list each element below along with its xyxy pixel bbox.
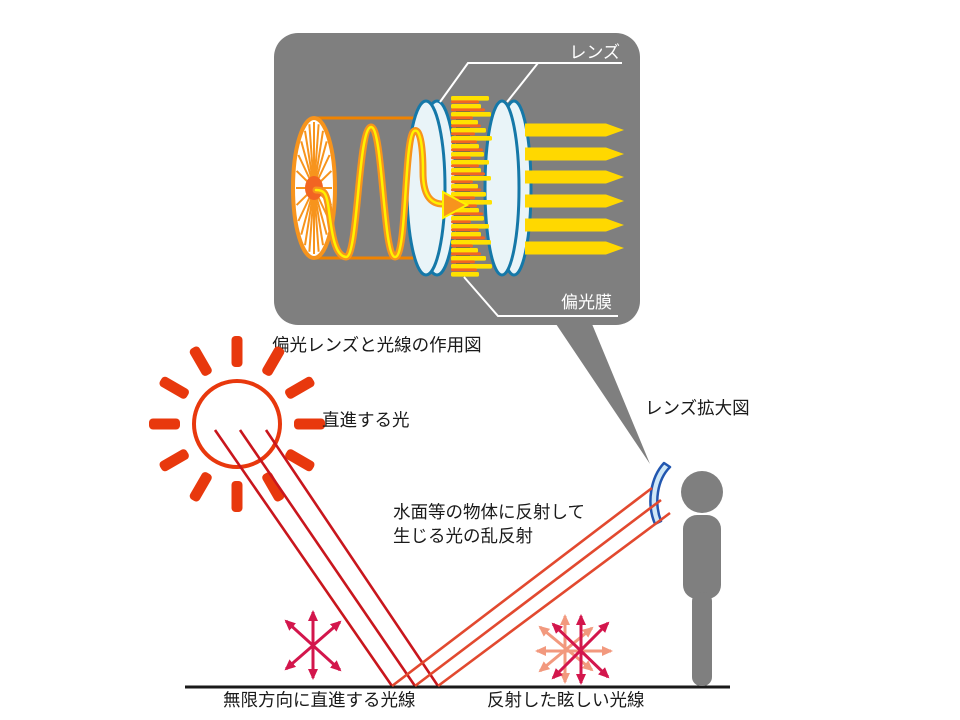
diffuse-label-line1: 水面等の物体に反射して — [393, 502, 585, 522]
inset-caption: 偏光レンズと光線の作用図 — [272, 335, 482, 355]
sun-disc — [192, 379, 282, 469]
polarized-light-arrows — [525, 123, 624, 255]
lens-label: レンズ — [569, 43, 620, 62]
incident-rays — [213, 429, 440, 687]
ground-left-label: 無限方向に直進する光線 — [223, 690, 416, 710]
straight-light-label: 直進する光 — [322, 410, 410, 430]
light-wave — [312, 123, 470, 261]
wave-arrowhead — [442, 190, 470, 220]
person-head — [681, 471, 723, 513]
person-legs — [692, 592, 712, 686]
scattered-light-star-right-crimson — [551, 614, 610, 685]
ground-right-label: 反射した眩しい光線 — [487, 690, 645, 710]
lens-callout-line-2 — [506, 62, 539, 103]
lens-disc-front — [405, 99, 458, 277]
person-icon — [681, 471, 723, 686]
film-label: 偏光膜 — [561, 293, 612, 312]
lens-disc-back — [483, 99, 533, 277]
inset-panel: レンズ 偏光膜 — [274, 33, 650, 464]
film-callout-line — [463, 276, 618, 317]
sun-rays — [149, 336, 325, 512]
reflected-rays — [391, 486, 671, 688]
diffuse-label-line2: 生じる光の乱反射 — [393, 526, 533, 546]
inset-callout-tail — [556, 324, 650, 464]
lens-callout-line — [439, 62, 622, 103]
sun-icon — [149, 336, 325, 512]
scattered-light-star-left — [284, 610, 342, 680]
person-torso — [683, 515, 721, 599]
lens-zoom-label: レンズ拡大図 — [645, 398, 750, 418]
scattered-light-star-right-salmon — [535, 614, 613, 684]
